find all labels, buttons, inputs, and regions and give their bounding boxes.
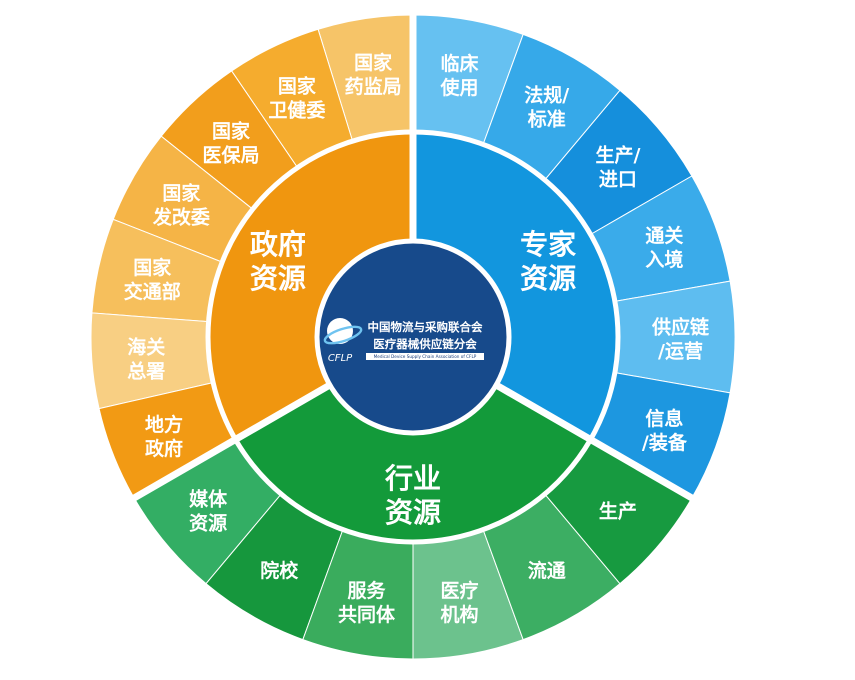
outer-segment-label-line: 入境	[645, 248, 683, 271]
inner-segment-label: 专家资源	[520, 228, 576, 295]
sector-divider	[493, 381, 696, 503]
outer-segment-label: 院校	[260, 559, 299, 582]
outer-segment-label: 供应链/运营	[651, 315, 709, 362]
outer-segment-label-line: 资源	[189, 511, 227, 534]
outer-segment-label: 国家发改委	[152, 182, 210, 229]
inner-segment-gov	[208, 132, 413, 440]
outer-segment-label: 媒体资源	[189, 487, 228, 534]
outer-segment-label-line: 国家	[278, 74, 317, 97]
outer-segment-label: 信息/装备	[642, 407, 688, 454]
outer-segment-label-line: 媒体	[189, 487, 228, 510]
outer-segment-label-line: 国家	[133, 256, 172, 279]
outer-segment-label: 海关总署	[127, 335, 165, 382]
inner-segment-label: 政府资源	[250, 228, 306, 295]
outer-segment-label-line: 地方	[145, 413, 183, 436]
outer-segment-label: 地方政府	[145, 413, 183, 460]
outer-segment-label-line: /装备	[642, 431, 688, 454]
outer-segment-label-line: 发改委	[152, 206, 210, 229]
outer-segment-label-line: 生产/	[595, 143, 640, 166]
inner-segment-label-line: 行业	[384, 462, 441, 495]
outer-segment-label-line: 政府	[145, 437, 183, 460]
outer-segment-label-line: 生产	[599, 499, 637, 522]
org-name-line1: 中国物流与采购联合会	[368, 320, 483, 334]
outer-segment-label: 国家医保局	[203, 119, 260, 166]
inner-segment-label: 行业资源	[384, 462, 441, 529]
outer-segment-label-line: 交通部	[124, 280, 181, 303]
outer-segment-label: 医疗机构	[440, 579, 478, 626]
logo-orbit-icon	[323, 325, 363, 345]
org-name-en: Medical Device Supply Chain Association …	[374, 354, 477, 359]
outer-segment-label-line: 国家	[212, 119, 251, 142]
outer-segment-label-line: 院校	[260, 559, 299, 582]
ring-gap-outer	[205, 129, 621, 545]
outer-segment-label-line: 进口	[599, 168, 637, 190]
outer-segment-label-line: 卫健委	[268, 98, 325, 121]
outer-segment-label-line: 临床	[440, 52, 478, 75]
outer-segment-label-line: 国家	[354, 51, 393, 74]
outer-segment-label: 临床使用	[439, 52, 478, 99]
inner-segment-label-line: 资源	[385, 496, 441, 529]
outer-segment-label: 流通	[528, 559, 567, 582]
outer-segment-label: 生产/进口	[595, 143, 640, 190]
outer-segment-label-line: 医疗	[440, 579, 478, 602]
outer-segment-label-line: 服务	[348, 579, 387, 602]
outer-segment-label: 服务共同体	[338, 579, 396, 626]
inner-segment-label-line: 资源	[520, 262, 576, 295]
org-name-en-band	[366, 353, 484, 360]
outer-segment-label-line: 共同体	[338, 603, 396, 626]
outer-segment-label-line: 使用	[439, 77, 478, 99]
outer-segment-label-line: 总署	[127, 359, 165, 382]
outer-segment-label-line: 海关	[127, 335, 165, 358]
sector-divider	[130, 381, 333, 503]
inner-segment-industry	[235, 384, 591, 542]
outer-segment-label-line: 供应链	[651, 315, 709, 338]
inner-segment-label-line: 政府	[250, 228, 306, 261]
outer-segment-label: 通关入境	[645, 224, 683, 271]
outer-segment-label: 国家交通部	[124, 256, 181, 303]
outer-segment-label-line: 国家	[162, 182, 201, 205]
outer-segment-label-line: 机构	[440, 603, 478, 626]
logo-mark: CFLP	[328, 353, 353, 364]
outer-segment-label-line: 通关	[645, 224, 683, 247]
org-name-line2: 医疗器械供应链分会	[373, 337, 477, 351]
inner-segment-expert	[413, 132, 618, 440]
outer-segment-label: 法规/标准	[524, 84, 569, 131]
outer-segment-label: 国家药监局	[345, 51, 402, 98]
center-circle	[314, 238, 512, 436]
inner-segment-label-line: 资源	[250, 262, 306, 295]
outer-segment-label-line: 信息	[645, 407, 683, 430]
logo-globe-icon	[327, 318, 353, 344]
outer-segment-label-line: 法规/	[524, 84, 569, 107]
inner-segment-label-line: 专家	[520, 228, 576, 261]
outer-segment-label-line: 药监局	[345, 75, 402, 98]
outer-segment-label-line: 标准	[528, 109, 566, 131]
outer-segment-label: 国家卫健委	[268, 74, 325, 121]
outer-segment-label-line: 流通	[528, 559, 567, 582]
outer-segment-label-line: /运营	[658, 339, 703, 362]
outer-segment-label-line: 医保局	[203, 143, 260, 166]
outer-segment-label: 生产	[599, 499, 637, 522]
